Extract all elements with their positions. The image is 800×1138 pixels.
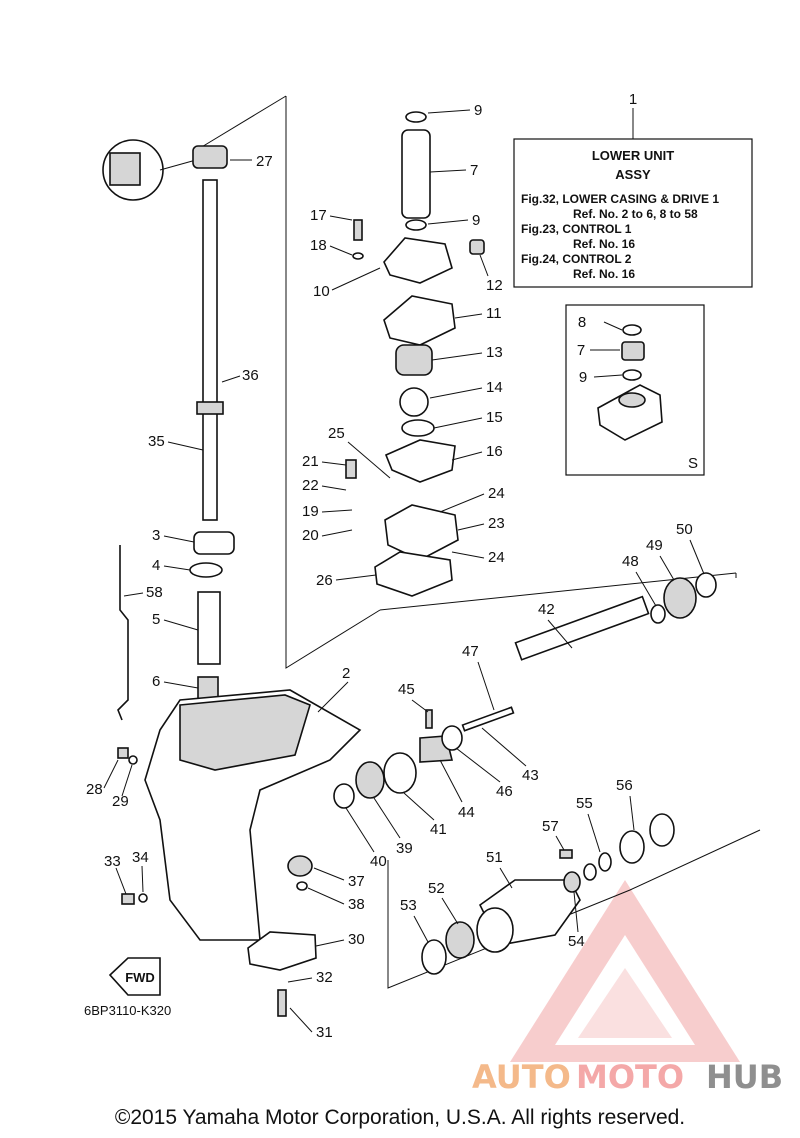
label-1: 1	[629, 91, 637, 108]
ref-line: Ref. No. 16	[573, 237, 635, 251]
label-39: 39	[396, 840, 413, 857]
label-55: 55	[576, 795, 593, 812]
label-24b: 24	[488, 549, 505, 566]
ref-line: Fig.24, CONTROL 2	[521, 252, 632, 266]
lower-casing	[117, 689, 362, 1017]
label-29: 29	[112, 793, 129, 810]
fwd-arrow: FWD	[108, 957, 161, 996]
label-31: 31	[316, 1024, 333, 1041]
frame-lines	[199, 95, 761, 989]
label-20: 20	[302, 527, 319, 544]
label-48: 48	[622, 553, 639, 570]
label-10: 10	[313, 283, 330, 300]
label-57: 57	[542, 818, 559, 835]
propeller-shaft-assembly	[333, 572, 717, 975]
label-42: 42	[538, 601, 555, 618]
watermark-hub: HUB	[706, 1058, 783, 1096]
watermark-auto: AUTO	[472, 1058, 571, 1096]
label-35: 35	[148, 433, 165, 450]
label-56: 56	[616, 777, 633, 794]
ref-line: Ref. No. 2 to 6, 8 to 58	[573, 207, 698, 221]
label-46: 46	[496, 783, 513, 800]
label-30: 30	[348, 931, 365, 948]
label-9: 9	[474, 102, 482, 119]
diagram-code: 6BP3110-K320	[84, 1003, 171, 1018]
ref-title-line1: LOWER UNIT	[592, 148, 674, 163]
label-32: 32	[316, 969, 333, 986]
label-11: 11	[486, 305, 502, 322]
label-24: 24	[488, 485, 505, 502]
reference-box: LOWER UNIT ASSY Fig.32, LOWER CASING & D…	[513, 91, 753, 288]
label-33: 33	[104, 853, 121, 870]
label-15: 15	[486, 409, 503, 426]
part-labels: 27 9 7 9 17 18 10 12 11 13 14 15 16 25 2…	[86, 102, 705, 1041]
label-40: 40	[370, 853, 387, 870]
drive-shaft	[102, 139, 235, 721]
label-9c: 9	[579, 369, 587, 386]
label-16: 16	[486, 443, 503, 460]
label-3: 3	[152, 527, 160, 544]
label-45: 45	[398, 681, 415, 698]
label-36: 36	[242, 367, 259, 384]
label-12: 12	[486, 277, 503, 294]
label-18: 18	[310, 237, 327, 254]
label-43: 43	[522, 767, 539, 784]
label-47: 47	[462, 643, 479, 660]
label-19: 19	[302, 503, 319, 520]
label-54: 54	[568, 933, 585, 950]
label-53: 53	[400, 897, 417, 914]
label-8b: 8	[578, 314, 586, 331]
ref-line: Ref. No. 16	[573, 267, 635, 281]
label-7: 7	[470, 162, 478, 179]
ref-line: Fig.23, CONTROL 1	[521, 222, 632, 236]
ref-line: Fig.32, LOWER CASING & DRIVE 1	[521, 192, 719, 206]
label-44: 44	[458, 804, 475, 821]
label-9b: 9	[472, 212, 480, 229]
label-17: 17	[310, 207, 327, 224]
repair-kit-box: S 8 7 9	[565, 304, 705, 476]
label-50: 50	[676, 521, 693, 538]
label-22: 22	[302, 477, 319, 494]
kit-mark: S	[688, 455, 698, 472]
label-37: 37	[348, 873, 365, 890]
label-27: 27	[256, 153, 273, 170]
label-23: 23	[488, 515, 505, 532]
label-58: 58	[146, 584, 163, 601]
ref-title-line2: ASSY	[615, 167, 651, 182]
label-13: 13	[486, 344, 503, 361]
label-2: 2	[342, 665, 350, 682]
label-6: 6	[152, 673, 160, 690]
label-26: 26	[316, 572, 333, 589]
label-49: 49	[646, 537, 663, 554]
watermark-moto: MOTO	[576, 1058, 684, 1096]
watermark-logo	[510, 880, 740, 1062]
label-7b: 7	[577, 342, 585, 359]
label-28: 28	[86, 781, 103, 798]
label-14: 14	[486, 379, 503, 396]
label-5: 5	[152, 611, 160, 628]
water-pump-assembly	[345, 111, 485, 597]
label-21: 21	[302, 453, 319, 470]
label-41: 41	[430, 821, 447, 838]
watermark-text: AUTO MOTO HUB	[472, 1058, 783, 1096]
copyright-text: ©2015 Yamaha Motor Corporation, U.S.A. A…	[115, 1106, 685, 1129]
label-34: 34	[132, 849, 149, 866]
label-51: 51	[486, 849, 503, 866]
fwd-label: FWD	[125, 970, 155, 985]
label-4: 4	[152, 557, 160, 574]
label-52: 52	[428, 880, 445, 897]
label-38: 38	[348, 896, 365, 913]
label-25: 25	[328, 425, 345, 442]
